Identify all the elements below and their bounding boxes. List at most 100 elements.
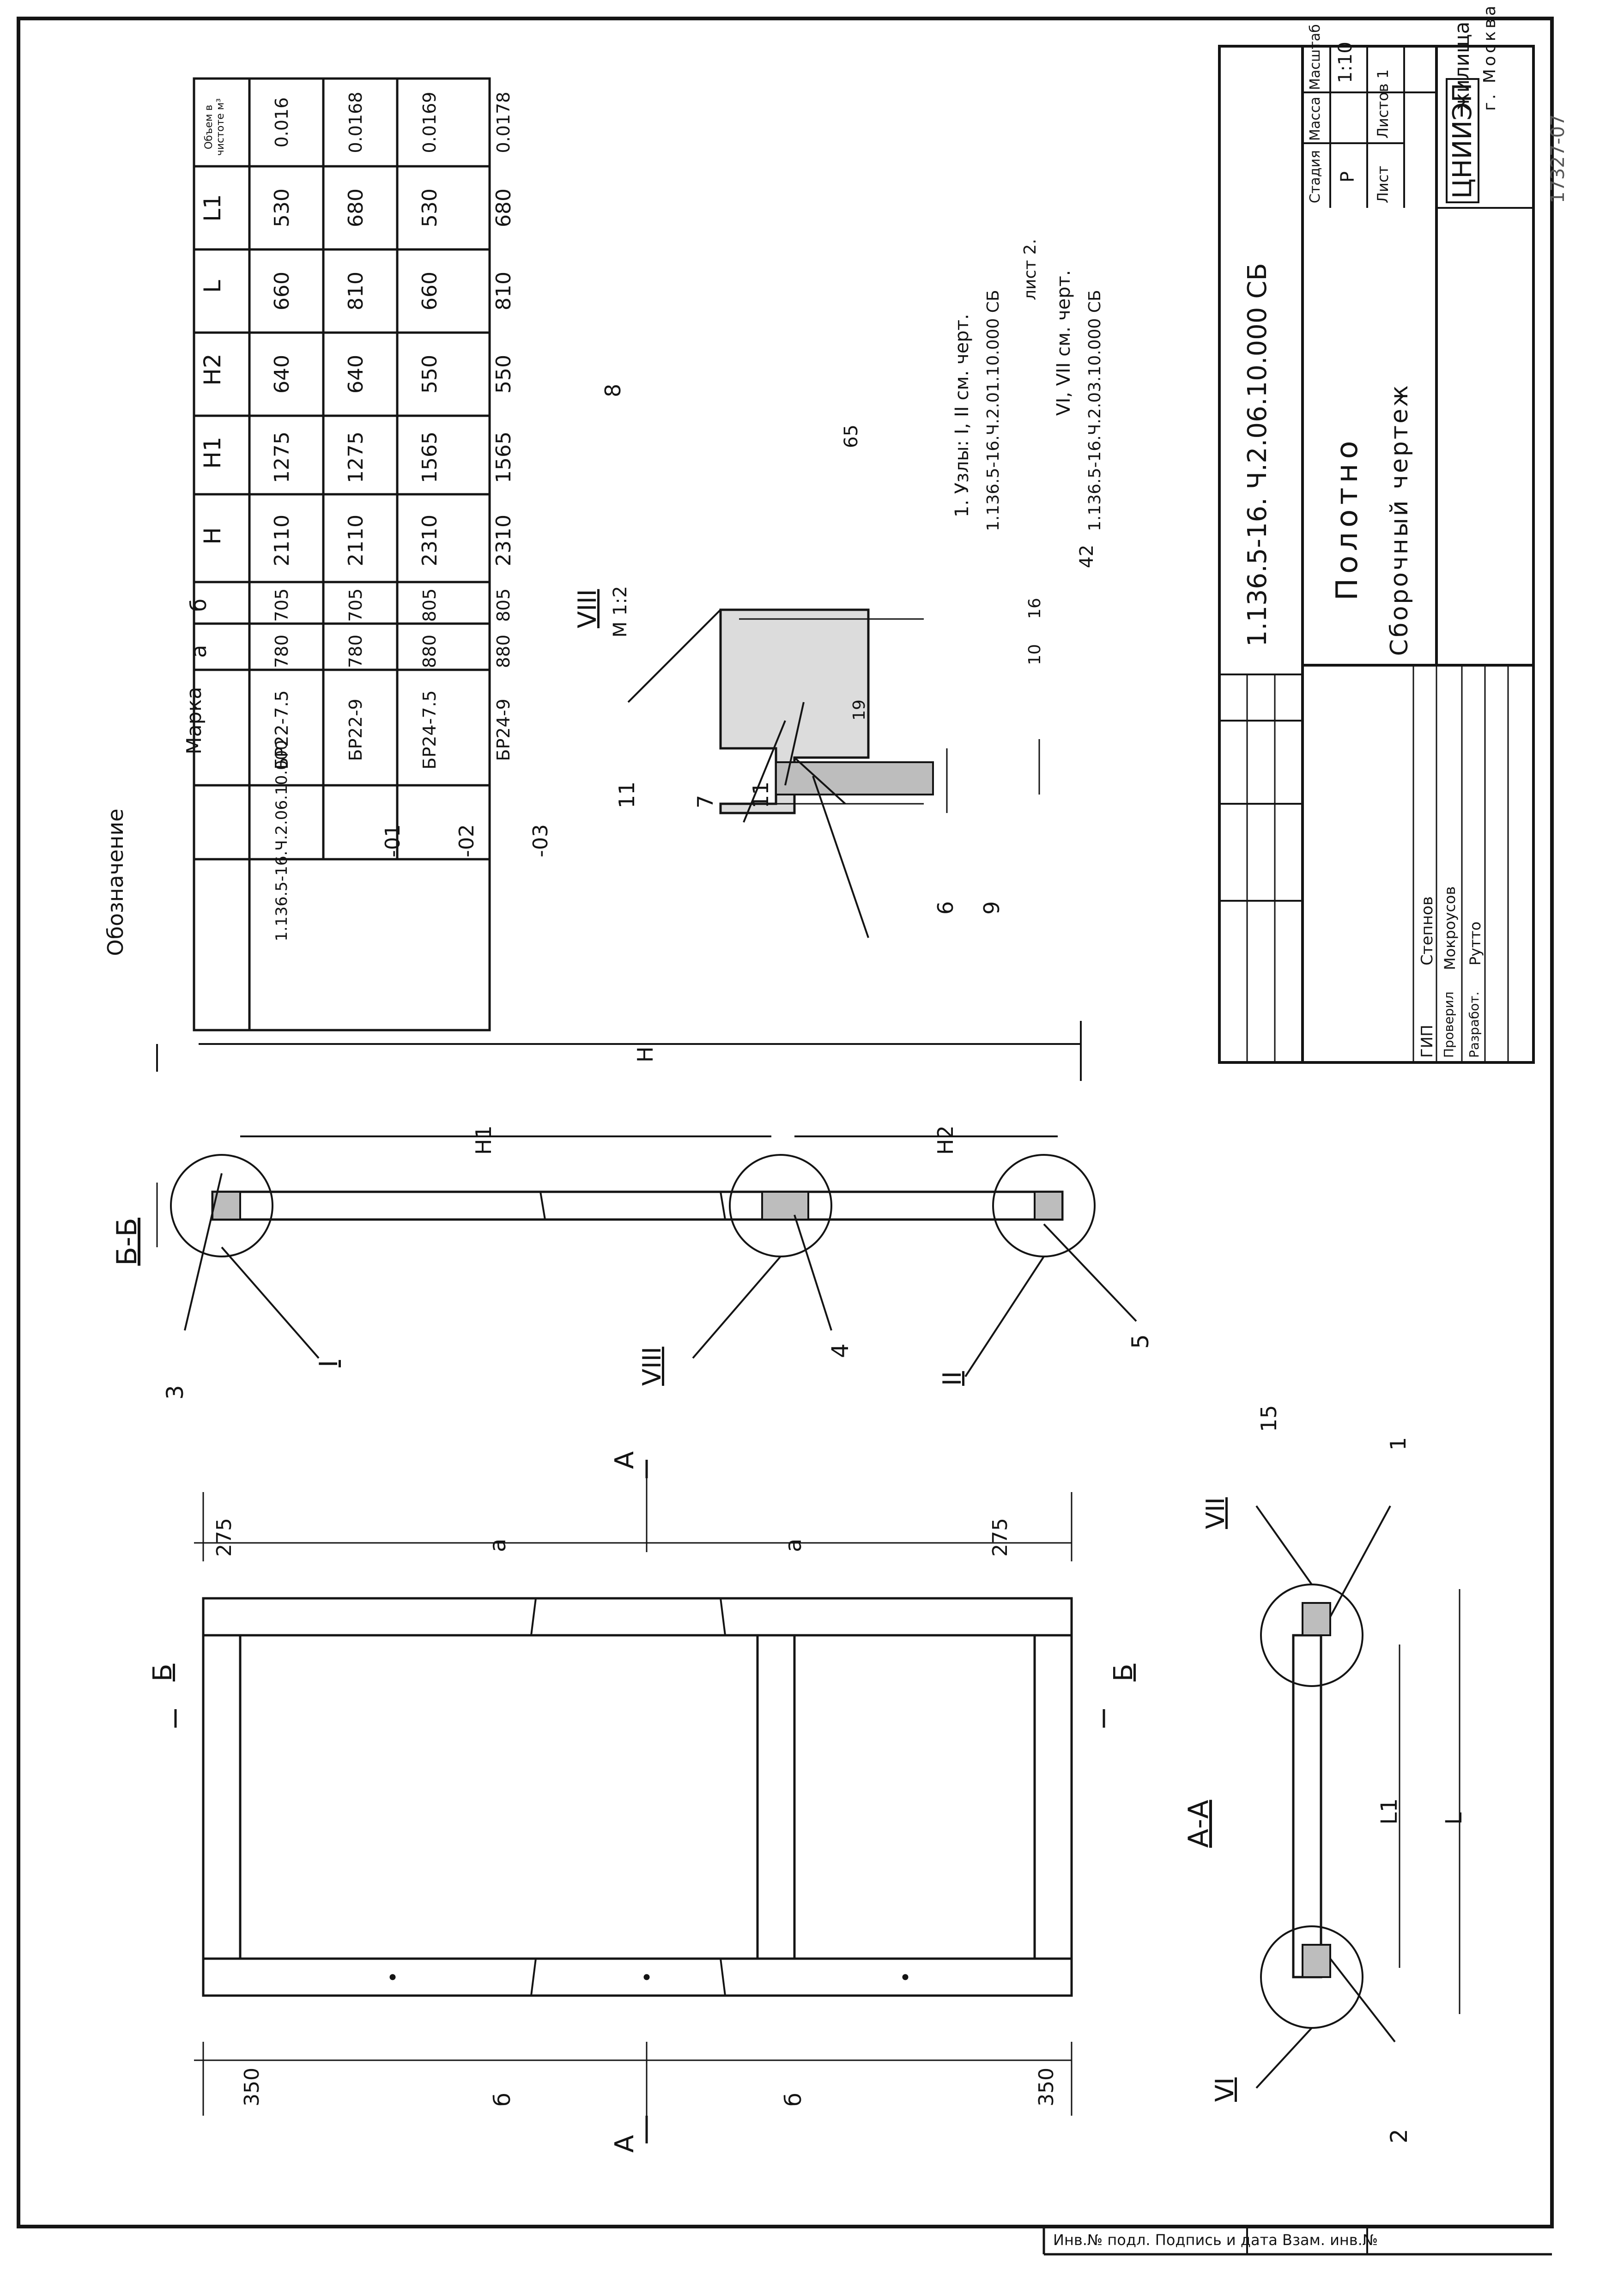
dim-l: L [1441, 1812, 1467, 1825]
spec-row2-l1: 680 [344, 188, 368, 227]
section-aa-label: А-А [1182, 1800, 1215, 1848]
spec-row4-l: 810 [491, 272, 515, 310]
note-2-ref: 1.136.5-16.Ч.2.03.10.000 СБ [1085, 290, 1104, 531]
callout-5: 5 [1127, 1334, 1154, 1349]
section-bb-drawing [156, 1021, 1137, 1378]
dim-275-right: 275 [988, 1518, 1012, 1557]
dim-350-right: 350 [1035, 2068, 1058, 2106]
note-1: 1. Узлы: I, II см. черт. [951, 314, 973, 517]
spec-row2-h2: 640 [344, 355, 368, 394]
note-1-sheet: лист 2. [1021, 239, 1040, 300]
dim-h: H [633, 1046, 658, 1062]
spec-row1-mark: БР22-7.5 [272, 690, 292, 770]
spec-row2-l: 810 [344, 272, 368, 310]
stage-header: Стадия [1307, 150, 1323, 203]
spec-row3-a: 880 [419, 634, 440, 668]
spec-header-l1: L1 [199, 194, 226, 222]
dim-10: 10 [1025, 644, 1044, 665]
dim-19: 19 [850, 699, 869, 721]
detail-viii-label: VIII [573, 589, 602, 628]
sig-role-gip: ГИП [1418, 1025, 1436, 1058]
scale-header: Масштаб [1307, 24, 1323, 90]
callout-1: 1 [1386, 1437, 1411, 1450]
callout-7: 7 [693, 795, 718, 808]
callout-9: 9 [979, 901, 1004, 915]
dim-l1: L1 [1376, 1798, 1402, 1825]
archive-stamp-strip: Инв.№ подл. Подпись и дата Взам. инв.№ [1053, 2231, 1378, 2249]
spec-row3-designation: -02 [454, 824, 479, 857]
stage-value: Р [1337, 171, 1358, 182]
callout-6: 6 [933, 901, 958, 915]
dim-350-left: 350 [240, 2068, 264, 2106]
spec-row1-h1: 1275 [270, 431, 294, 483]
cut-mark-b-left: Б [148, 1663, 178, 1681]
spec-row4-l1: 680 [491, 188, 515, 227]
spec-header-a: a [186, 644, 211, 658]
doc-code: 1.136.5-16. Ч.2.06.10.000 СБ [1242, 263, 1273, 647]
spec-row3-h1: 1565 [418, 431, 442, 483]
spec-row3-mark: БР24-7.5 [419, 690, 440, 770]
spec-row2-a: 780 [345, 634, 366, 668]
callout-11-b: 11 [748, 781, 773, 808]
spec-row4-h1: 1565 [491, 431, 515, 483]
sig-role-checked: Проверил [1441, 991, 1456, 1058]
spec-row3-b: 805 [419, 588, 440, 622]
callout-11-a: 11 [614, 781, 639, 808]
title-block-grid [1218, 45, 1535, 1064]
doc-title: Полотно [1330, 436, 1364, 601]
sheets-label: Листов 1 [1374, 69, 1392, 139]
spec-row4-volume: 0.0178 [493, 91, 514, 153]
org-name: жилища [1450, 21, 1474, 111]
spec-row2-h1: 1275 [344, 431, 368, 483]
spec-row2-b: 705 [345, 588, 366, 622]
dim-a-right: a [781, 1538, 806, 1552]
dim-b-left: б [490, 2093, 515, 2106]
detail-viii-scale: М 1:2 [610, 586, 631, 637]
sheet-frame [17, 17, 1554, 2228]
spec-row4-h: 2310 [491, 515, 515, 566]
spec-header-volume: Объем в чистоте м³ [203, 98, 226, 156]
dim-h2: H2 [933, 1125, 958, 1155]
spec-header-l: L [199, 280, 226, 293]
spec-row4-mark: БР24-9 [493, 698, 514, 761]
section-aa-drawing [1255, 1505, 1460, 2089]
mass-header: Масса [1307, 97, 1323, 141]
doc-subtitle: Сборочный чертеж [1386, 383, 1413, 656]
spec-row3-l1: 530 [418, 188, 442, 227]
spec-row3-h: 2310 [418, 515, 442, 566]
org-city: г. Москва [1480, 3, 1499, 111]
callout-node-viii: VIII [637, 1347, 667, 1386]
sheet-label: Лист [1374, 165, 1392, 203]
spec-row1-h2: 640 [270, 355, 294, 394]
cut-mark-a-top: А [610, 1451, 640, 1469]
dim-275-left: 275 [212, 1518, 236, 1557]
note-1-ref: 1.136.5-16.Ч.2.01.10.000 СБ [984, 290, 1003, 531]
note-2: VI, VII см. черт. [1053, 270, 1074, 416]
spec-header-h1: H1 [199, 437, 226, 469]
dim-42: 42 [1076, 545, 1097, 568]
handwritten-number: 17327-07 [1547, 114, 1569, 203]
spec-row2-designation: -01 [381, 824, 405, 857]
dim-a-left: a [485, 1538, 511, 1552]
spec-row1-l: 660 [270, 272, 294, 310]
spec-table-grid [193, 77, 491, 1032]
dim-16: 16 [1025, 598, 1044, 619]
callout-node-vi: VI [1210, 2077, 1239, 2102]
spec-row3-volume: 0.0169 [419, 91, 440, 153]
spec-header-designation: Обозначение [103, 808, 128, 956]
spec-row4-h2: 550 [491, 355, 515, 394]
spec-row1-volume: 0.016 [272, 97, 292, 148]
spec-header-b: б [186, 598, 211, 612]
spec-row4-a: 880 [493, 634, 514, 668]
spec-row3-l: 660 [418, 272, 442, 310]
callout-node-i: I [314, 1360, 343, 1367]
spec-row2-volume: 0.0168 [345, 91, 366, 153]
spec-row2-h: 2110 [344, 515, 368, 566]
callout-2: 2 [1386, 2129, 1412, 2143]
section-bb-label: Б-Б [111, 1218, 143, 1266]
front-view-drawing [174, 1460, 1105, 2143]
spec-row4-designation: -03 [528, 824, 552, 857]
cut-mark-a-bottom: А [610, 2135, 640, 2153]
spec-row3-h2: 550 [418, 355, 442, 394]
